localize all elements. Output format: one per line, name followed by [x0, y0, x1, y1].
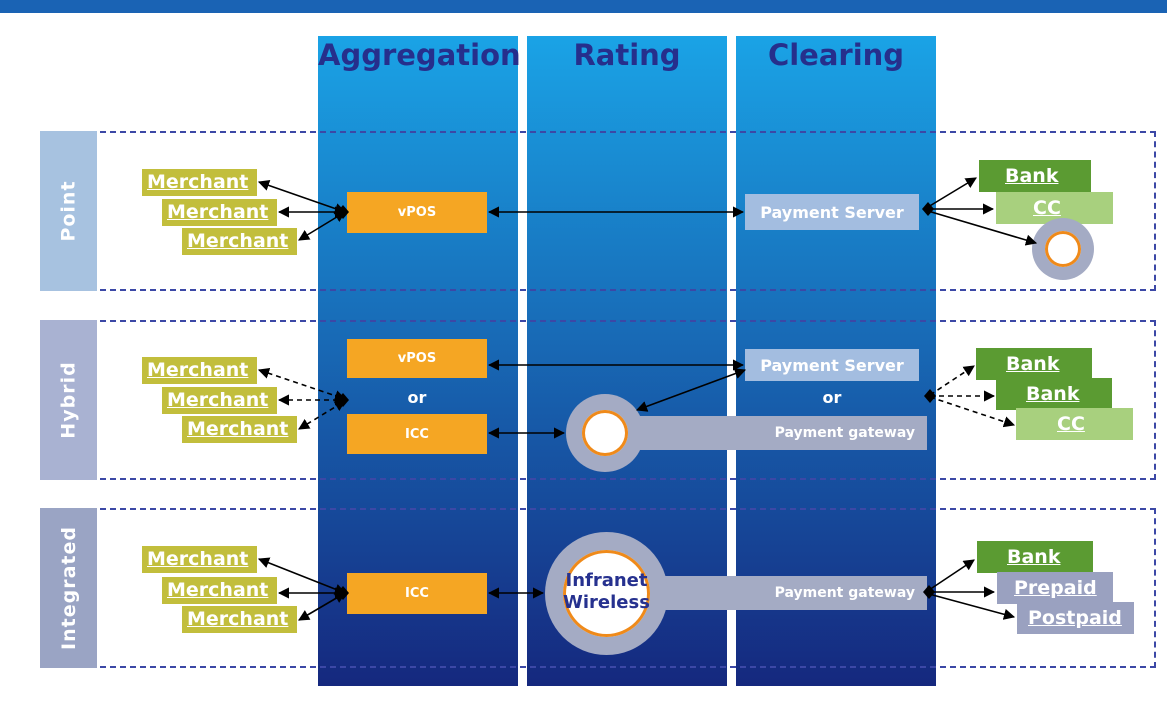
hybrid-icc-box: ICC [347, 414, 487, 454]
hybrid-vpos-box: vPOS [347, 339, 487, 378]
hybrid-dest-bank-2-label: Bank [1026, 383, 1080, 405]
column-title-aggregation: Aggregation [318, 38, 521, 72]
hybrid-payment-gateway-label: Payment gateway [774, 425, 915, 441]
row-label-hybrid: Hybrid [40, 320, 97, 480]
hybrid-merchant-2: Merchant [162, 387, 277, 414]
hybrid-vpos-label: vPOS [397, 351, 437, 366]
point-dest-cc-label: CC [1033, 197, 1061, 219]
point-merchant-3-label: Merchant [187, 230, 289, 252]
hybrid-merchant-3-label: Merchant [187, 418, 289, 440]
hybrid-merchant-2-label: Merchant [167, 389, 269, 411]
integrated-dest-bank: Bank [977, 541, 1093, 573]
integrated-icc-label: ICC [405, 586, 429, 601]
integrated-merchant-3-label: Merchant [187, 608, 289, 630]
integrated-payment-gateway-bar: Payment gateway [620, 576, 927, 610]
point-payment-server-label: Payment Server [760, 202, 904, 222]
point-vpos-label: vPOS [397, 205, 437, 220]
point-merchant-2-label: Merchant [167, 201, 269, 223]
hybrid-merchant-1-label: Merchant [147, 359, 249, 381]
integrated-infranet-line1: Infranet [565, 570, 648, 591]
point-payment-server-box: Payment Server [745, 194, 919, 230]
integrated-dest-prepaid-label: Prepaid [1014, 577, 1097, 599]
integrated-dest-postpaid-label: Postpaid [1028, 607, 1122, 629]
top-bar [0, 0, 1167, 13]
row-label-point-text: Point [57, 180, 80, 242]
point-merchant-1: Merchant [142, 169, 257, 196]
integrated-dest-prepaid: Prepaid [997, 572, 1113, 604]
point-network-core [1045, 231, 1081, 267]
hybrid-merchant-3: Merchant [182, 416, 297, 443]
integrated-infranet-line2: Wireless [563, 592, 650, 613]
hybrid-payment-gateway-bar: Payment gateway [610, 416, 927, 450]
integrated-merchant-3: Merchant [182, 606, 297, 633]
integrated-network-core [563, 550, 650, 637]
point-vpos-box: vPOS [347, 192, 487, 233]
point-dest-bank: Bank [979, 160, 1091, 192]
row-label-integrated: Integrated [40, 508, 97, 668]
hybrid-dest-bank-1-label: Bank [1006, 353, 1060, 375]
column-title-clearing: Clearing [767, 38, 905, 72]
integrated-merchant-1-label: Merchant [147, 548, 249, 570]
hybrid-or-right: or [822, 388, 842, 407]
hybrid-network-core [582, 410, 628, 456]
integrated-merchant-1: Merchant [142, 546, 257, 573]
point-merchant-1-label: Merchant [147, 171, 249, 193]
integrated-dest-postpaid: Postpaid [1017, 602, 1134, 634]
row-label-integrated-text: Integrated [57, 526, 80, 650]
point-merchant-2: Merchant [162, 199, 277, 226]
integrated-icc-box: ICC [347, 573, 487, 614]
hybrid-dest-cc-label: CC [1057, 413, 1085, 435]
integrated-merchant-2: Merchant [162, 577, 277, 604]
hybrid-payment-server-label: Payment Server [760, 355, 904, 375]
hybrid-merchant-1: Merchant [142, 357, 257, 384]
integrated-merchant-2-label: Merchant [167, 579, 269, 601]
integrated-dest-bank-label: Bank [1007, 546, 1061, 568]
hybrid-dest-bank-1: Bank [976, 348, 1092, 380]
hybrid-or-left: or [407, 388, 427, 407]
column-title-rating: Rating [573, 38, 681, 72]
hybrid-dest-cc: CC [1016, 408, 1133, 440]
row-label-point: Point [40, 131, 97, 291]
point-merchant-3: Merchant [182, 228, 297, 255]
hybrid-dest-bank-2: Bank [996, 378, 1112, 410]
row-label-hybrid-text: Hybrid [57, 361, 80, 439]
hybrid-payment-server-box: Payment Server [745, 349, 919, 381]
hybrid-icc-label: ICC [405, 426, 429, 442]
point-dest-bank-label: Bank [1005, 165, 1059, 187]
integrated-infranet-text: Infranet Wireless [540, 570, 673, 614]
integrated-payment-gateway-label: Payment gateway [774, 585, 915, 601]
